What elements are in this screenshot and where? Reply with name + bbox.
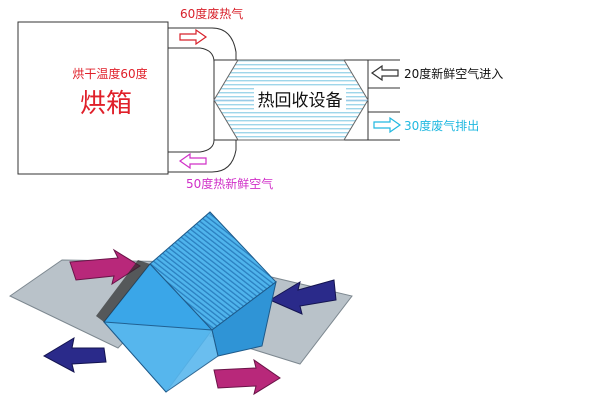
fresh-in-label: 20度新鲜空气进入 [404,66,503,81]
hot-out-3d-arrow-icon [213,358,281,396]
oven-temp-label: 烘干温度60度 [72,66,147,81]
warm-fresh-label: 50度热新鲜空气 [186,176,273,191]
core-base-face [102,321,219,393]
hot-in-3d-arrow-icon [69,248,141,286]
hot-air-label: 60度废热气 [180,6,243,21]
schematic: 烘干温度60度 烘箱 热回收设备 60度废热气 [17,6,503,191]
exchanger-name: 热回收设备 [258,91,343,111]
warm-fresh-arrow-icon [178,152,207,170]
fresh-in-arrow-icon [370,64,399,82]
waste-out-label: 30度废气排出 [404,118,479,133]
exchanger-illustration [9,211,353,396]
oven-box [17,21,169,175]
cold-out-3d-arrow-icon [42,336,107,373]
core-shadow [96,260,150,322]
duct-inner [168,47,215,153]
waste-out-arrow-icon [373,116,402,134]
oven-name: 烘箱 [80,89,132,119]
hot-air-arrow-icon [179,28,208,46]
cold-in-3d-arrow-icon [268,279,337,315]
